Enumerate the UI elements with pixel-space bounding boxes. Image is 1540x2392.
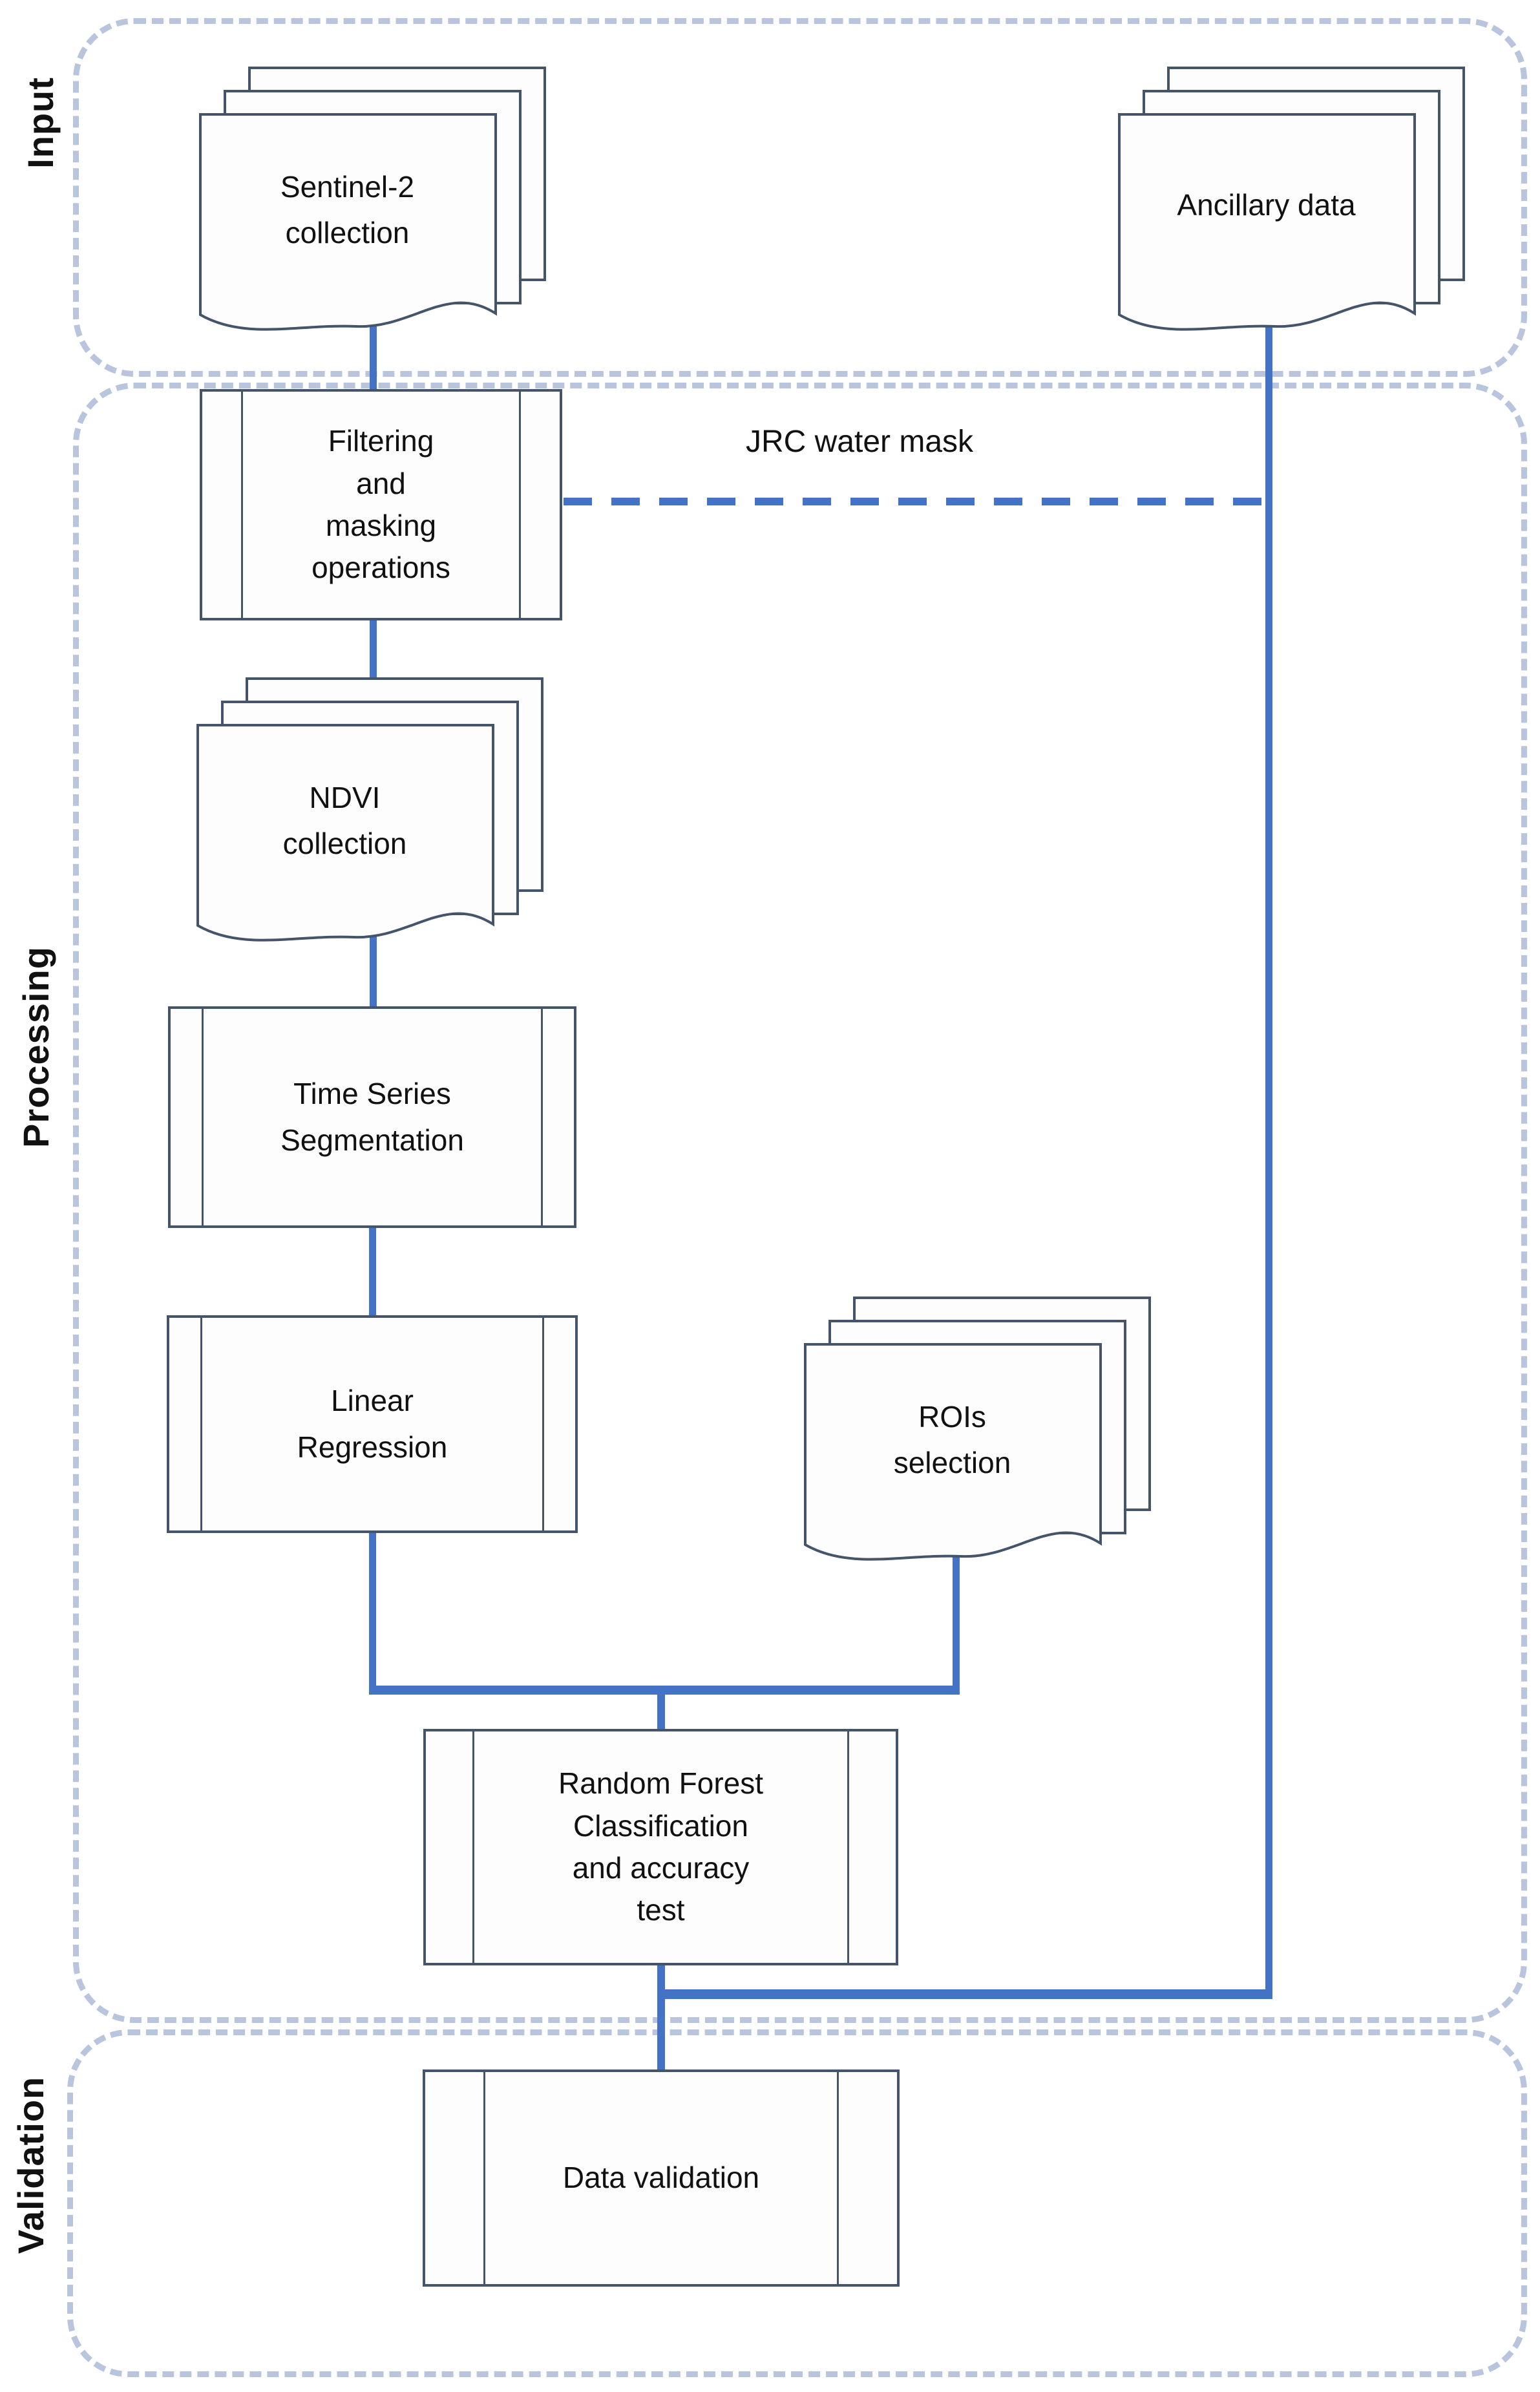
connector-ndvi-to-timeseries xyxy=(370,934,377,1008)
section-input xyxy=(73,18,1527,377)
document-shape-front xyxy=(1118,113,1416,331)
process-inner-line-left xyxy=(202,1009,204,1225)
connector-filtering-to-ndvi xyxy=(370,619,377,688)
jrc-water-mask-dashed-line xyxy=(564,498,1268,505)
ndvi-document-stack-icon xyxy=(196,677,543,942)
section-label-input: Input xyxy=(19,77,61,169)
section-label-validation: Validation xyxy=(10,2076,51,2254)
process-inner-line-right xyxy=(541,1009,543,1225)
node-ancillary-data: Ancillary data xyxy=(1177,187,1356,222)
section-processing xyxy=(73,383,1527,2023)
process-inner-line-left xyxy=(483,2072,485,2284)
process-inner-line-left xyxy=(241,392,243,618)
document-shape-front xyxy=(199,113,497,331)
process-label: Linear Regression xyxy=(297,1384,448,1464)
node-filtering-masking-operations: Filtering and masking operations xyxy=(200,389,562,620)
node-time-series-segmentation: Time Series Segmentation xyxy=(168,1006,576,1228)
process-inner-line-left xyxy=(200,1318,202,1530)
connector-ancillary-vertical xyxy=(1265,315,1272,1998)
document-shape-front xyxy=(804,1343,1102,1561)
process-inner-line-right xyxy=(519,392,521,618)
node-random-forest-classification: Random Forest Classification and accurac… xyxy=(423,1729,898,1965)
rois-document-stack-icon xyxy=(804,1297,1151,1561)
sentinel-2-document-stack-icon xyxy=(199,67,546,331)
section-validation xyxy=(67,2029,1527,2377)
node-ndvi-collection: NDVI collection xyxy=(282,780,407,860)
jrc-water-mask-label: JRC water mask xyxy=(745,424,974,459)
connector-ancillary-horizontal xyxy=(657,1989,1272,1999)
node-linear-regression: Linear Regression xyxy=(167,1315,578,1533)
process-label: Time Series Segmentation xyxy=(280,1077,464,1157)
process-inner-line-right xyxy=(847,1731,849,1963)
connector-rois-down xyxy=(953,1548,960,1695)
process-inner-line-right xyxy=(542,1318,544,1530)
section-label-processing: Processing xyxy=(15,946,56,1148)
connector-random-forest-to-data-validation xyxy=(657,1964,665,2072)
connector-merge-to-random-forest xyxy=(657,1686,665,1731)
connector-timeseries-to-linear-regression xyxy=(369,1227,376,1317)
node-sentinel-2-collection: Sentinel-2 collection xyxy=(280,169,415,249)
node-rois-selection: ROIs selection xyxy=(893,1399,1011,1479)
process-label: Data validation xyxy=(562,2161,760,2195)
document-shape-front xyxy=(196,724,494,942)
connector-sentinel-to-filtering xyxy=(370,323,377,390)
ancillary-data-document-stack-icon xyxy=(1118,67,1465,331)
process-inner-line-left xyxy=(472,1731,474,1963)
connector-linear-regression-down xyxy=(369,1532,376,1695)
process-label: Filtering and masking operations xyxy=(311,424,450,585)
node-data-validation: Data validation xyxy=(423,2069,900,2287)
process-inner-line-right xyxy=(837,2072,839,2284)
process-label: Random Forest Classification and accurac… xyxy=(558,1766,763,1927)
